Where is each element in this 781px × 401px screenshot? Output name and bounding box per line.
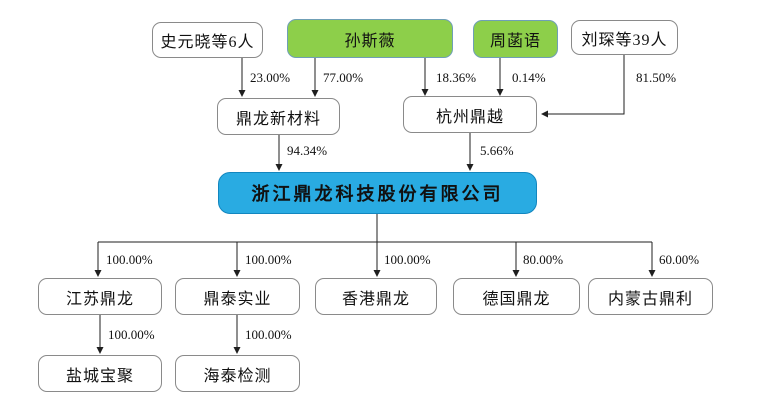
node-zhouhanyu: 周菡语 bbox=[473, 20, 558, 58]
edge-label-shiyuanxiao-pct: 23.00% bbox=[250, 70, 291, 85]
edge-label-haitai-pct: 100.00% bbox=[245, 327, 292, 342]
node-hongkong-dinglong: 香港鼎龙 bbox=[315, 278, 437, 315]
edge-label-jiangsu-pct: 100.00% bbox=[106, 252, 153, 267]
node-hangzhou-dingyue: 杭州鼎越 bbox=[403, 96, 537, 133]
edge-label-liuchen-pct: 81.50% bbox=[636, 70, 677, 85]
edge-label-dingyue-main-pct: 5.66% bbox=[480, 143, 514, 158]
node-dingtai-industrial: 鼎泰实业 bbox=[175, 278, 300, 315]
edge-label-zhouhanyu-pct: 0.14% bbox=[512, 70, 546, 85]
node-shiyuanxiao-group: 史元晓等6人 bbox=[152, 22, 263, 58]
edge-label-dingtai-pct: 100.00% bbox=[245, 252, 292, 267]
edge-label-hongkong-pct: 100.00% bbox=[384, 252, 431, 267]
node-haitai-testing: 海泰检测 bbox=[175, 355, 300, 392]
node-jiangsu-dinglong: 江苏鼎龙 bbox=[38, 278, 162, 315]
node-germany-dinglong: 德国鼎龙 bbox=[453, 278, 580, 315]
node-sunsiwei: 孙斯薇 bbox=[287, 19, 453, 58]
edge-label-yancheng-pct: 100.00% bbox=[108, 327, 155, 342]
edge-label-germany-pct: 80.00% bbox=[523, 252, 564, 267]
node-yancheng-baoju: 盐城宝聚 bbox=[38, 355, 162, 392]
edge-label-xincailiao-main-pct: 94.34% bbox=[287, 143, 328, 158]
edge-label-neimenggu-pct: 60.00% bbox=[659, 252, 700, 267]
edge-label-sunsiwei-xincailiao-pct: 77.00% bbox=[323, 70, 364, 85]
node-liuchen-group: 刘琛等39人 bbox=[571, 20, 678, 55]
node-main-company: 浙江鼎龙科技股份有限公司 bbox=[218, 172, 537, 214]
node-neimenggu-dingli: 内蒙古鼎利 bbox=[588, 278, 713, 315]
node-dinglong-new-materials: 鼎龙新材料 bbox=[217, 98, 340, 135]
edge-label-sunsiwei-dingyue-pct: 18.36% bbox=[436, 70, 477, 85]
